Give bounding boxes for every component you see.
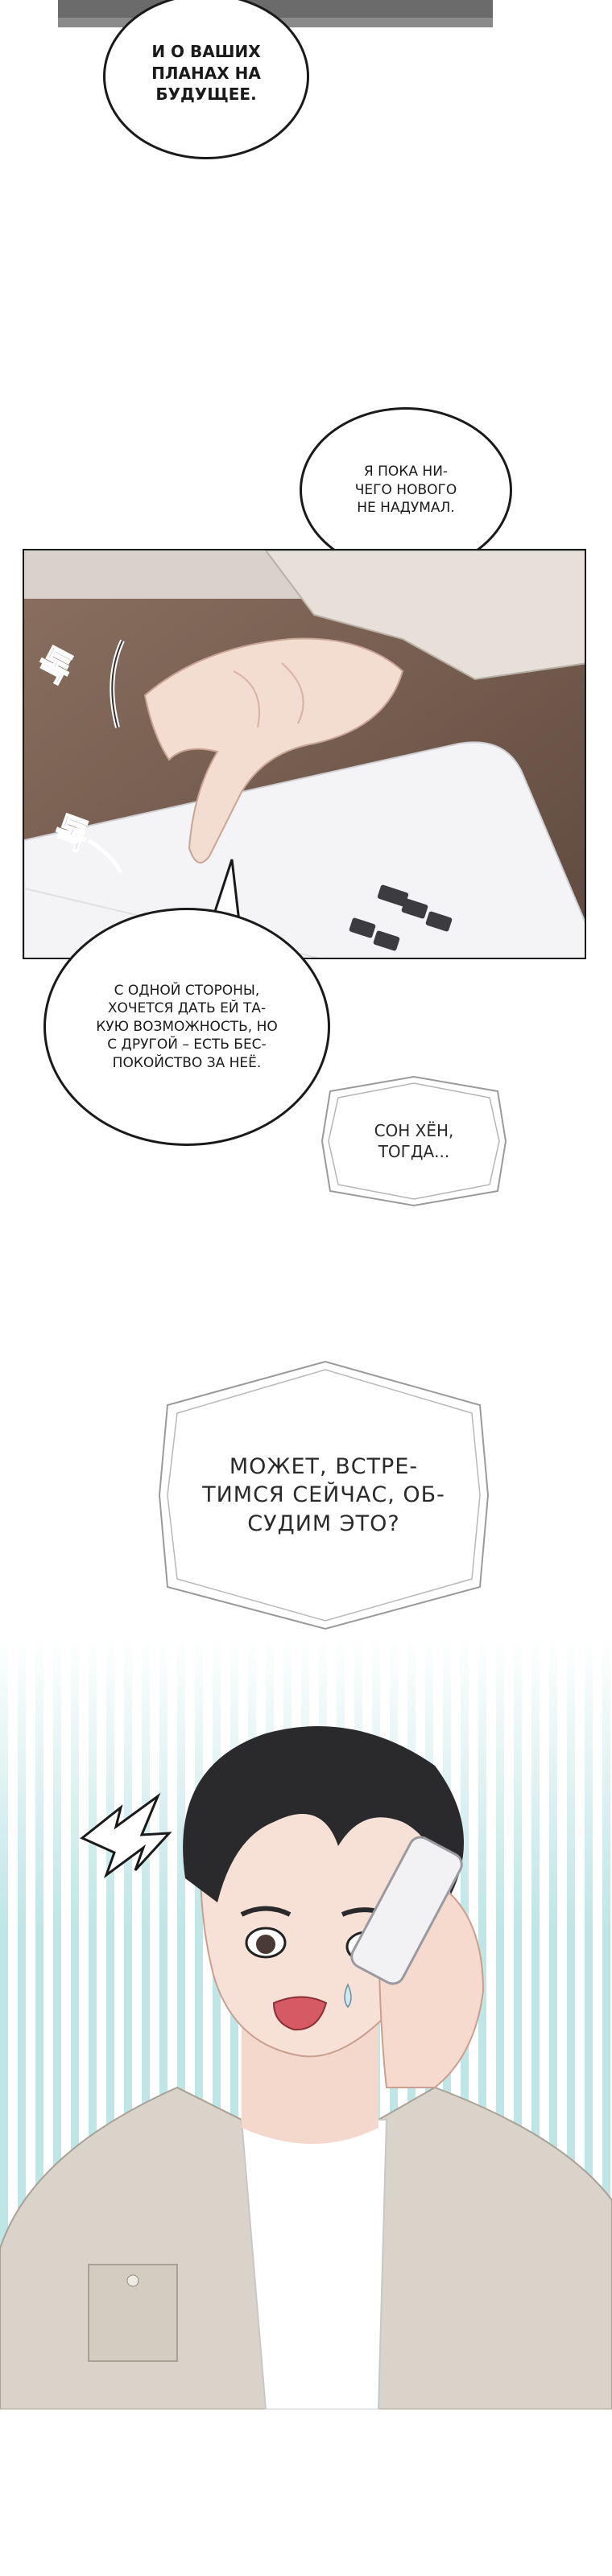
bubble-text: И О ВАШИХ ПЛАНАХ НА БУДУЩЕЕ. xyxy=(151,42,261,105)
man-illustration xyxy=(0,1726,612,2409)
hand-laptop-panel: 톡 톡 xyxy=(23,549,586,959)
speech-bubble-nothing-new: Я ПОКА НИ- ЧЕГО НОВОГО НЕ НАДУМАЛ. xyxy=(300,407,512,573)
phone-text: МОЖЕТ, ВСТРЕ- ТИМСЯ СЕЙЧАС, ОБ- СУДИМ ЭТ… xyxy=(202,1453,445,1536)
speech-bubble-on-one-hand: С ОДНОЙ СТОРОНЫ, ХОЧЕТСЯ ДАТЬ ЕЙ ТА- КУЮ… xyxy=(43,908,330,1146)
phone-dialogue-box-son-hyun: СОН ХЁН, ТОГДА... xyxy=(319,1074,509,1209)
bubble-text: Я ПОКА НИ- ЧЕГО НОВОГО НЕ НАДУМАЛ. xyxy=(354,464,457,517)
phone-dialogue-box-meet-now: МОЖЕТ, ВСТРЕ- ТИМСЯ СЕЙЧАС, ОБ- СУДИМ ЭТ… xyxy=(155,1357,493,1634)
bubble-text: С ОДНОЙ СТОРОНЫ, ХОЧЕТСЯ ДАТЬ ЕЙ ТА- КУЮ… xyxy=(96,982,278,1071)
hand-laptop-illustration xyxy=(24,550,585,958)
phone-text: СОН ХЁН, ТОГДА... xyxy=(374,1120,454,1161)
speech-bubble-future-plans: И О ВАШИХ ПЛАНАХ НА БУДУЩЕЕ. xyxy=(103,0,309,159)
man-on-phone-panel xyxy=(0,1637,612,2409)
